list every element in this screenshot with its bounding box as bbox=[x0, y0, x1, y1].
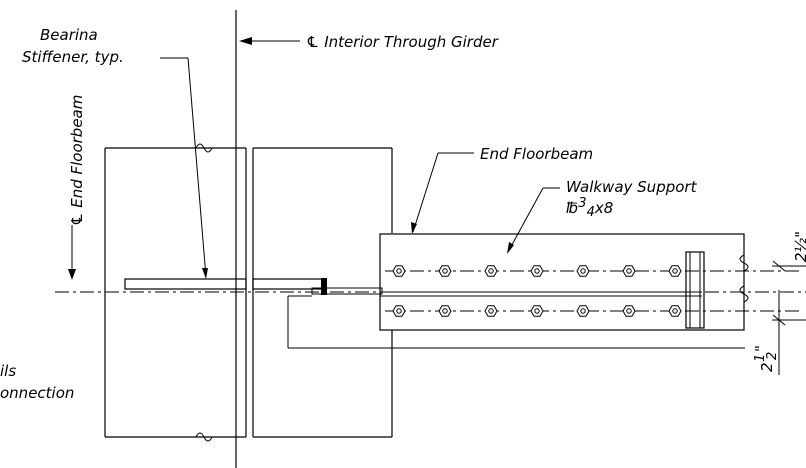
svg-text:2: 2 bbox=[758, 362, 776, 372]
bolt-top-3-hole bbox=[488, 268, 494, 274]
bolt-bottom-4-hole bbox=[534, 308, 540, 314]
leader-end-floorbeam-centerline bbox=[68, 225, 76, 280]
bearing-stiffener-label-line1: Bearina bbox=[40, 26, 98, 44]
dimension-lines-right bbox=[772, 260, 806, 375]
leader-interior-girder bbox=[239, 37, 300, 45]
bolt-top-1-hole bbox=[396, 268, 402, 274]
dimension-bottom-label: 2 1 2 " bbox=[752, 345, 780, 372]
bolt-bottom-5-hole bbox=[580, 308, 586, 314]
bolt-bottom-5 bbox=[576, 305, 590, 317]
bolt-bottom-1 bbox=[392, 305, 406, 317]
walkway-support-plate-label: ℔34x8 bbox=[566, 196, 613, 220]
end-floorbeam-vertical-label: ℄ End Floorbeam bbox=[68, 95, 86, 226]
bolt-bottom-2 bbox=[438, 305, 452, 317]
leader-bearing-stiffener bbox=[160, 57, 208, 279]
bolt-bottom-1-hole bbox=[396, 308, 402, 314]
walkway-support-label: Walkway Support bbox=[566, 178, 698, 196]
svg-text:": " bbox=[752, 345, 770, 352]
walkway-support-plate bbox=[379, 233, 745, 331]
bolt-bottom-4 bbox=[530, 305, 544, 317]
bolt-top-2 bbox=[438, 265, 452, 277]
bolt-top-7 bbox=[668, 265, 682, 277]
bolt-top-4-hole bbox=[534, 268, 540, 274]
break-symbol-top bbox=[195, 143, 213, 153]
bolt-top-5 bbox=[576, 265, 590, 277]
bolt-top-6-hole bbox=[626, 268, 632, 274]
bolt-top-1 bbox=[392, 265, 406, 277]
bolt-bottom-7-hole bbox=[672, 308, 678, 314]
interior-girder-label: ℄ Interior Through Girder bbox=[306, 33, 499, 51]
leader-end-floorbeam bbox=[411, 152, 474, 234]
connection-partial-label: onnection bbox=[0, 384, 74, 402]
bolt-bottom-6-hole bbox=[626, 308, 632, 314]
svg-text:2: 2 bbox=[765, 352, 780, 360]
bolt-top-2-hole bbox=[442, 268, 448, 274]
end-floorbeam-left-outline bbox=[104, 147, 393, 438]
girder-web bbox=[245, 148, 254, 437]
details-partial-label: ils bbox=[0, 362, 16, 380]
bolt-bottom-7 bbox=[668, 305, 682, 317]
bolt-bottom-2-hole bbox=[442, 308, 448, 314]
break-symbol-right bbox=[739, 254, 749, 303]
svg-text:1: 1 bbox=[753, 354, 768, 362]
leader-walkway-support bbox=[507, 187, 560, 254]
end-floorbeam-label: End Floorbeam bbox=[480, 145, 593, 163]
bolt-bottom-3-hole bbox=[488, 308, 494, 314]
dimension-top-label: 2½" bbox=[792, 231, 806, 262]
bolt-bottom-3 bbox=[484, 305, 498, 317]
bearing-stiffener-plate bbox=[124, 278, 324, 290]
splice-detail bbox=[287, 278, 745, 349]
bolt-top-5-hole bbox=[580, 268, 586, 274]
bearing-stiffener-label-line2: Stiffener, typ. bbox=[22, 48, 124, 66]
bolt-bottom-6 bbox=[622, 305, 636, 317]
bolt-top-6 bbox=[622, 265, 636, 277]
bolt-top-7-hole bbox=[672, 268, 678, 274]
bolt-top-3 bbox=[484, 265, 498, 277]
break-symbol-bottom bbox=[195, 432, 213, 442]
bolt-rows bbox=[385, 265, 800, 317]
end-plate bbox=[685, 251, 705, 329]
bolt-top-4 bbox=[530, 265, 544, 277]
